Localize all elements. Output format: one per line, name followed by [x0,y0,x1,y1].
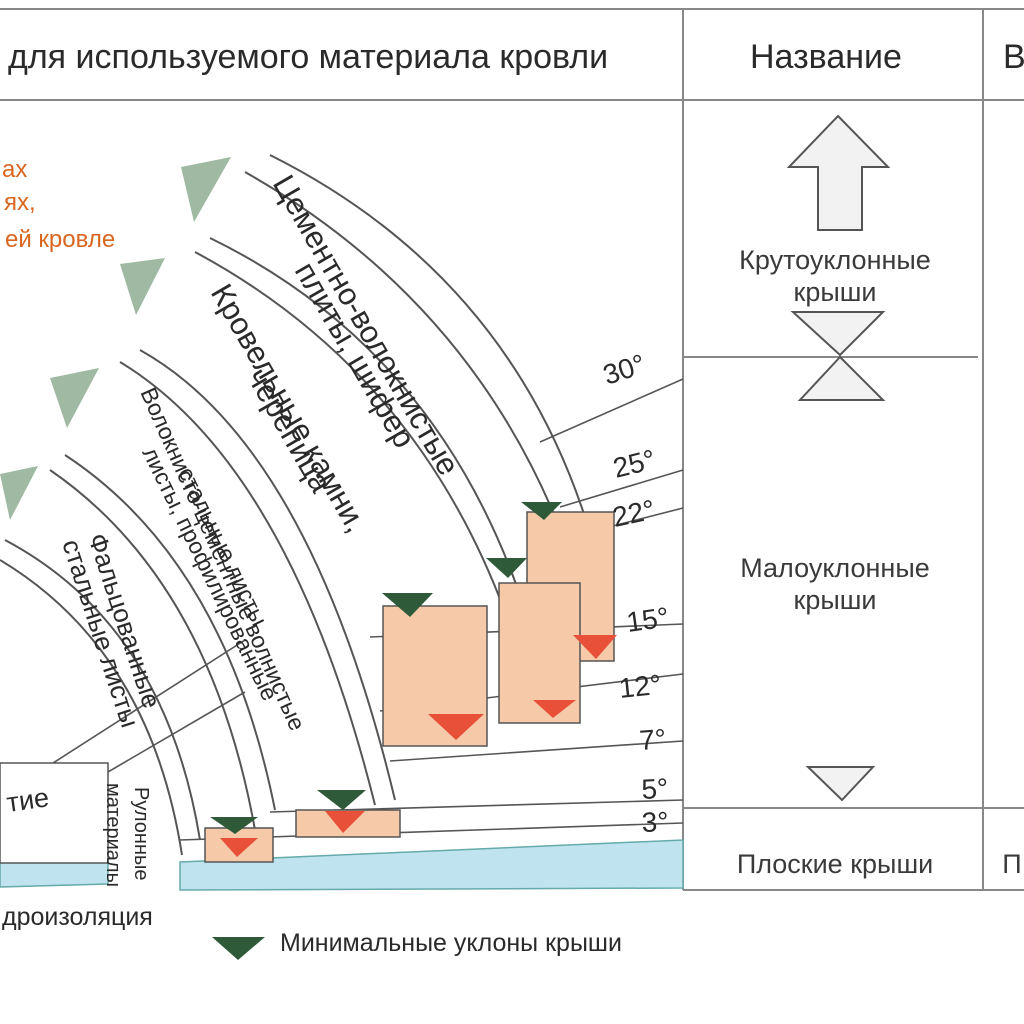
steep-roof-arrow-icon [786,114,891,231]
band3-label-line2: листы, профилированные [138,443,284,705]
low-roofs-line1: Малоуклонные [740,553,930,583]
angle-7: 7° [638,723,667,756]
angle-22: 22° [610,494,658,533]
angle-12: 12° [617,669,662,704]
band5-label-line1: Рулонные [130,787,152,881]
flat-roofs-label: Плоские крыши [736,849,934,879]
angle-3: 3° [641,806,669,838]
table-frame [0,8,1024,891]
band-arcs [0,154,596,856]
orange-note: ах ях, ей кровле [2,156,115,253]
orange-note-line2: ях, [4,189,36,216]
band5-label-line2: материалы [102,783,124,887]
max-slope-markers [220,635,617,857]
orange-note-line3: ей кровле [5,226,115,253]
low-roofs-label: Малоуклонные крыши [690,552,980,616]
legend-marker-icon [212,937,265,960]
upper-markers [0,157,231,520]
header-material: для используемого материала кровли [8,38,609,76]
angle-15: 15° [625,601,671,638]
angle-30: 30° [599,348,649,391]
min-slope-markers [210,502,562,834]
hourglass-icon [790,311,886,401]
flat-roof-marker-icon [805,766,876,802]
left-box [0,762,109,864]
steep-roofs-line1: Крутоуклонные [739,245,931,275]
next-col-flat: П [1002,849,1022,879]
header-next: В [1003,38,1024,76]
low-roofs-line2: крыши [793,585,877,615]
legend-waterproofing: дроизоляция [2,903,153,931]
angle-25: 25° [610,443,659,483]
orange-note-line1: ах [2,156,27,183]
angle-5: 5° [641,773,669,805]
steep-roofs-label: Крутоуклонные крыши [690,244,980,308]
header-name: Название [750,38,902,76]
steep-roofs-line2: крыши [793,277,877,307]
legend-min-slopes: Минимальные уклоны крыши [280,929,622,957]
left-box-text: тие [5,782,51,818]
